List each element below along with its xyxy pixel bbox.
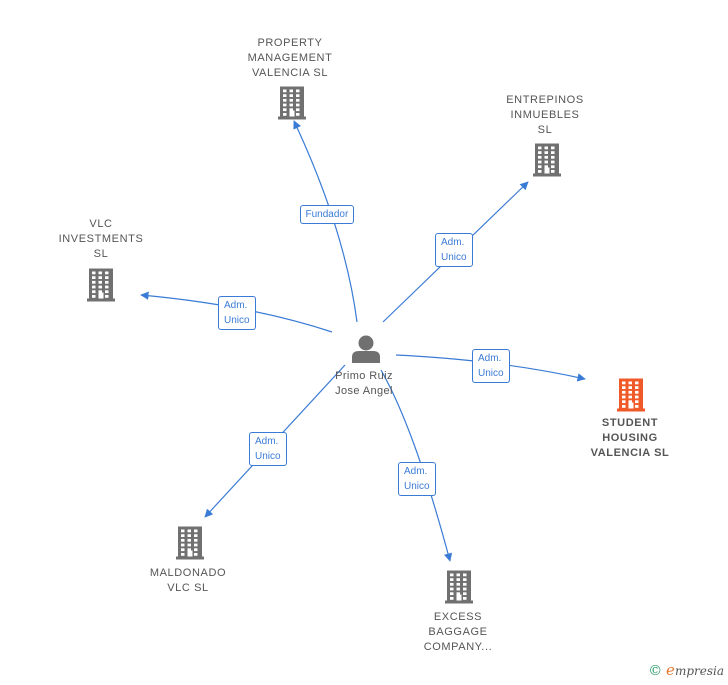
company-label-stu[interactable]: STUDENT HOUSING VALENCIA SL	[590, 417, 670, 459]
building-icon[interactable]	[533, 143, 561, 177]
person-icon[interactable]	[352, 335, 380, 364]
relation-label-vlc: Adm. Unico	[218, 296, 256, 330]
company-label-ent[interactable]: ENTREPINOS INMUEBLES SL	[506, 94, 584, 136]
relation-edge-pm	[293, 120, 358, 323]
building-icon[interactable]	[278, 86, 306, 120]
relation-edge-exc	[380, 369, 453, 562]
relation-label-exc: Adm. Unico	[398, 462, 436, 496]
brand-initial: e	[666, 661, 675, 679]
copyright-symbol: ©	[648, 663, 663, 679]
building-icon[interactable]	[176, 526, 204, 560]
company-label-exc[interactable]: EXCESS BAGGAGE COMPANY...	[423, 611, 493, 653]
building-icon[interactable]	[87, 268, 115, 302]
relation-label-mal: Adm. Unico	[249, 432, 287, 466]
building-icon[interactable]	[445, 570, 473, 604]
relation-label-pm: Fundador	[299, 204, 355, 224]
empresia-watermark: © empresia	[648, 661, 724, 679]
company-label-mal[interactable]: MALDONADO VLC SL	[149, 567, 227, 594]
building-icon[interactable]	[617, 378, 645, 412]
company-label-pm[interactable]: PROPERTY MANAGEMENT VALENCIA SL	[247, 37, 333, 79]
person-name-label[interactable]: Primo Ruiz Jose Angel	[335, 370, 393, 397]
company-label-vlc[interactable]: VLC INVESTMENTS SL	[58, 218, 144, 260]
relation-label-stu: Adm. Unico	[472, 349, 510, 383]
relation-label-ent: Adm. Unico	[435, 233, 473, 267]
brand-name: mpresia	[674, 664, 724, 678]
